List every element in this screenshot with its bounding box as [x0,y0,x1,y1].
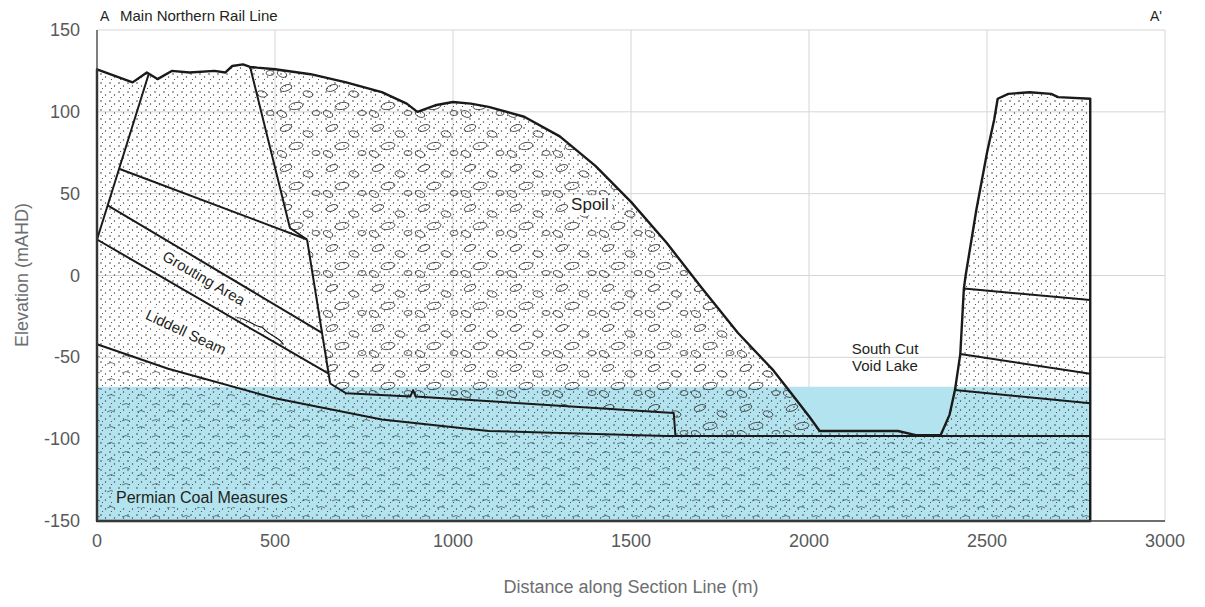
stratum-boundary [330,384,675,437]
axis-tick-label: 3000 [1145,531,1185,552]
stratum-boundary [108,205,322,332]
axis-tick-label: 150 [50,20,80,41]
feature-label: Main Northern Rail Line [120,7,278,24]
axis-tick-label: 2000 [789,531,829,552]
stratum-boundary [964,289,1090,300]
section-end-label: A [100,8,109,24]
material-label: Spoil [568,195,612,215]
axis-tick-label: 2500 [967,531,1007,552]
axis-tick-label: -150 [44,511,80,532]
stratum-boundary [307,239,330,383]
stratum-boundary [250,67,307,240]
axis-tick-label: 0 [92,531,102,552]
lake-label: South Cut Void Lake [839,340,931,375]
stratum-boundary [97,344,1090,436]
area-label: Grouting Area [157,246,251,311]
rock-texture [97,64,1090,521]
stratum-boundary [97,239,329,373]
axis-title: Elevation (mAHD) [12,203,33,347]
axis-tick-label: 1500 [611,531,651,552]
unit-label: Permian Coal Measures [113,489,291,507]
seam-label: Liddell Seam [140,305,231,360]
axis-tick-label: 500 [260,531,290,552]
axis-line [97,520,1165,521]
section-end-label: A' [1150,8,1162,24]
section-outline [97,64,1090,521]
grid-line [97,30,98,521]
stratum-boundary [955,390,1090,403]
axis-title: Distance along Section Line (m) [503,577,758,598]
axis-tick-label: 1000 [433,531,473,552]
axis-tick-label: 0 [70,265,80,286]
axis-tick-label: 100 [50,101,80,122]
axis-tick-label: -100 [44,429,80,450]
axis-line [96,30,97,521]
grid-line [97,521,1165,522]
grid-line [97,30,1165,31]
axis-tick-label: 50 [60,183,80,204]
stratum-boundary [960,354,1090,374]
axis-tick-label: -50 [54,347,80,368]
grouting-bracket [237,318,283,345]
